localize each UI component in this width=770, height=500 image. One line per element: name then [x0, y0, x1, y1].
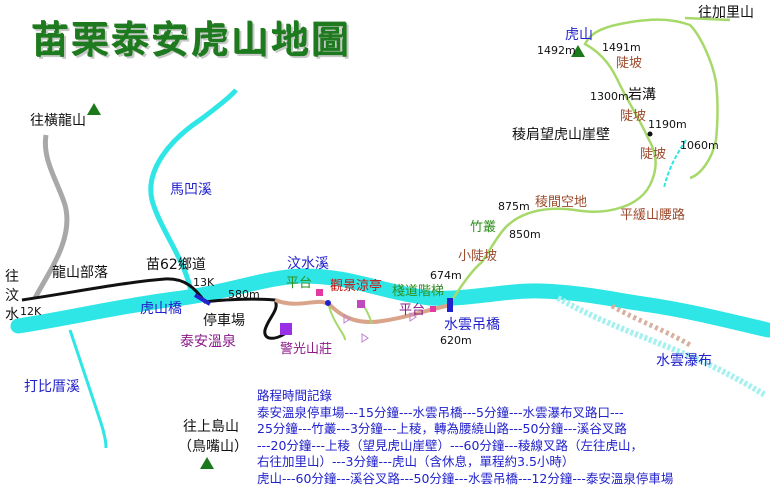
label-bamboo: 竹叢: [470, 220, 497, 235]
label-13k: 13K: [193, 276, 215, 289]
shuiyun-bridge-marker: [447, 298, 453, 312]
label-dabicuo-stream: 打比厝溪: [24, 379, 80, 395]
label-hushan: 虎山: [565, 27, 593, 43]
label-875m: 875m: [498, 200, 530, 213]
label-to-wenshui-3: 水: [5, 307, 19, 323]
label-1491m: 1491m: [602, 41, 641, 54]
label-1060m: 1060m: [680, 139, 719, 152]
dabicuo-stream: [68, 329, 108, 449]
police-lodge-marker: [280, 323, 292, 335]
route-log-line: 25分鐘---竹叢---3分鐘---上稜，轉為腰繞山路---50分鐘---溪谷叉…: [257, 421, 627, 436]
label-gentle-trail: 平緩山腰路: [620, 208, 686, 223]
label-to-wenshui-1: 往: [5, 269, 19, 285]
label-12k: 12K: [20, 305, 42, 318]
wenshui-river: [10, 268, 770, 338]
label-slope-2: 陡坡: [620, 109, 647, 124]
road-62: [21, 277, 291, 340]
label-ridge-cliff: 稜肩望虎山崖壁: [512, 127, 610, 143]
mawa-stream: [148, 88, 238, 297]
label-taian-spring: 泰安溫泉: [180, 334, 236, 350]
route-log-line: 路程時間記錄: [257, 388, 333, 403]
label-1190m: 1190m: [648, 118, 687, 131]
label-slope-3: 陡坡: [640, 147, 667, 162]
label-slope-1: 陡坡: [616, 56, 643, 71]
route-log-line: 虎山---60分鐘---溪谷叉路---50分鐘---水雲吊橋---12分鐘---…: [257, 470, 674, 486]
label-620m: 620m: [440, 334, 472, 347]
henglong-road: [32, 134, 70, 300]
label-platform-1: 平台: [286, 276, 313, 291]
label-road62: 苗62鄉道: [146, 257, 206, 273]
label-ridge-clearing: 稜間空地: [535, 195, 588, 210]
map-title: 苗栗泰安虎山地圖: [32, 18, 352, 62]
hushan-peak-icon: [571, 45, 585, 57]
label-viewing-pavilion: 觀景涼亭: [330, 279, 383, 294]
label-rock-ditch: 岩溝: [628, 87, 656, 103]
label-mawa-stream: 馬凹溪: [170, 182, 212, 198]
label-850m: 850m: [509, 228, 541, 241]
route-log-line: 右往加里山）---3分鐘---虎山（含休息，單程約3.5小時）: [257, 454, 575, 469]
label-longshan: 龍山部落: [52, 265, 108, 281]
shangdao-peak-icon: [200, 457, 214, 469]
label-580m: 580m: [228, 288, 260, 301]
label-small-slope: 小陡坡: [458, 249, 498, 264]
label-674m: 674m: [430, 269, 462, 282]
label-hushan-bridge: 虎山橋: [140, 301, 182, 317]
label-to-wenshui-2: 汶: [5, 288, 19, 304]
label-1300m: 1300m: [590, 90, 629, 103]
label-shuiyun-bridge: 水雲吊橋: [444, 317, 500, 333]
label-niaozui: （鳥嘴山）: [178, 439, 248, 455]
route-log-line: ---20分鐘---上稜（望見虎山崖壁）---60分鐘---稜線叉路（左往虎山，: [257, 437, 643, 453]
label-to-jialishan: 往加里山: [698, 5, 754, 21]
label-shuiyun-falls: 水雲瀑布: [656, 353, 712, 369]
label-trail-stairs: 棧道階梯: [392, 284, 445, 299]
label-parking: 停車場: [203, 313, 245, 329]
label-hushan-elev: 1492m: [537, 44, 576, 57]
label-to-henglong: 往橫龍山: [30, 113, 86, 129]
label-to-shangdao: 往上島山: [183, 419, 239, 435]
route-time-log: 路程時間記錄 泰安溫泉停車場---15分鐘---水雲吊橋---5分鐘---水雲瀑…: [257, 388, 673, 487]
hushan-trail: [448, 18, 719, 304]
route-log-line: 泰安溫泉停車場---15分鐘---水雲吊橋---5分鐘---水雲瀑布叉路口---: [257, 404, 624, 420]
label-police-lodge: 警光山莊: [280, 342, 333, 357]
label-platform-2: 平台: [399, 303, 426, 318]
label-wenshui-stream: 汶水溪: [287, 256, 329, 272]
henglong-peak-icon: [87, 103, 101, 115]
